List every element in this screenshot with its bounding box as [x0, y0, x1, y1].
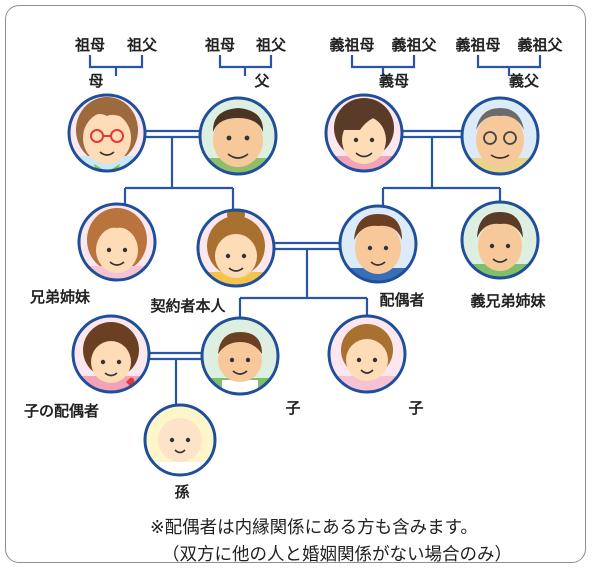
label-spouse: 配偶者 — [379, 291, 424, 309]
mother-avatar — [67, 93, 147, 173]
label-grandmother-spouse-maternal: 義祖母 — [329, 36, 374, 54]
label-child-2: 子 — [408, 399, 423, 417]
child-1-avatar — [200, 316, 280, 396]
note-line-2: （双方に他の人と婚姻関係がない場合のみ） — [162, 545, 512, 565]
sibling-in-law-avatar — [460, 200, 540, 280]
label-mother: 母 — [88, 72, 103, 90]
label-grandfather-spouse-paternal: 義祖父 — [517, 36, 563, 54]
self-avatar — [196, 208, 276, 288]
label-grandfather-spouse-maternal: 義祖父 — [391, 36, 437, 54]
spouse-avatar — [338, 204, 418, 284]
label-grandfather-paternal: 祖父 — [255, 36, 287, 54]
diagram-frame — [5, 5, 586, 563]
label-grandchild: 孫 — [174, 483, 189, 501]
label-sibling: 兄弟姉妹 — [29, 288, 91, 306]
sibling-avatar — [77, 202, 157, 282]
label-child-1: 子 — [285, 399, 300, 417]
relation-labels: 祖母 祖父 祖母 祖父 義祖母 義祖父 義祖母 義祖父 母 父 義母 義父 兄弟… — [24, 36, 563, 501]
label-child-spouse: 子の配偶者 — [24, 402, 99, 420]
label-grandmother-spouse-paternal: 義祖母 — [455, 36, 500, 54]
child-spouse-avatar — [71, 314, 151, 394]
label-mother-in-law: 義母 — [379, 72, 409, 90]
label-father-in-law: 義父 — [509, 72, 540, 90]
grandchild-avatar — [143, 403, 217, 477]
father-avatar — [198, 96, 278, 176]
label-self: 契約者本人 — [149, 297, 226, 315]
child-2-avatar — [327, 314, 407, 394]
note-line-1: ※配偶者は内縁関係にある方も含みます。 — [150, 518, 478, 538]
label-grandmother-paternal: 祖母 — [204, 36, 235, 54]
label-grandmother-maternal: 祖母 — [74, 36, 105, 54]
label-sibling-in-law: 義兄弟姉妹 — [470, 292, 546, 310]
mother-in-law-avatar — [324, 93, 404, 173]
father-in-law-avatar — [460, 96, 540, 176]
label-grandfather-maternal: 祖父 — [126, 36, 158, 54]
connector-lines — [88, 55, 542, 405]
label-father: 父 — [253, 72, 270, 90]
